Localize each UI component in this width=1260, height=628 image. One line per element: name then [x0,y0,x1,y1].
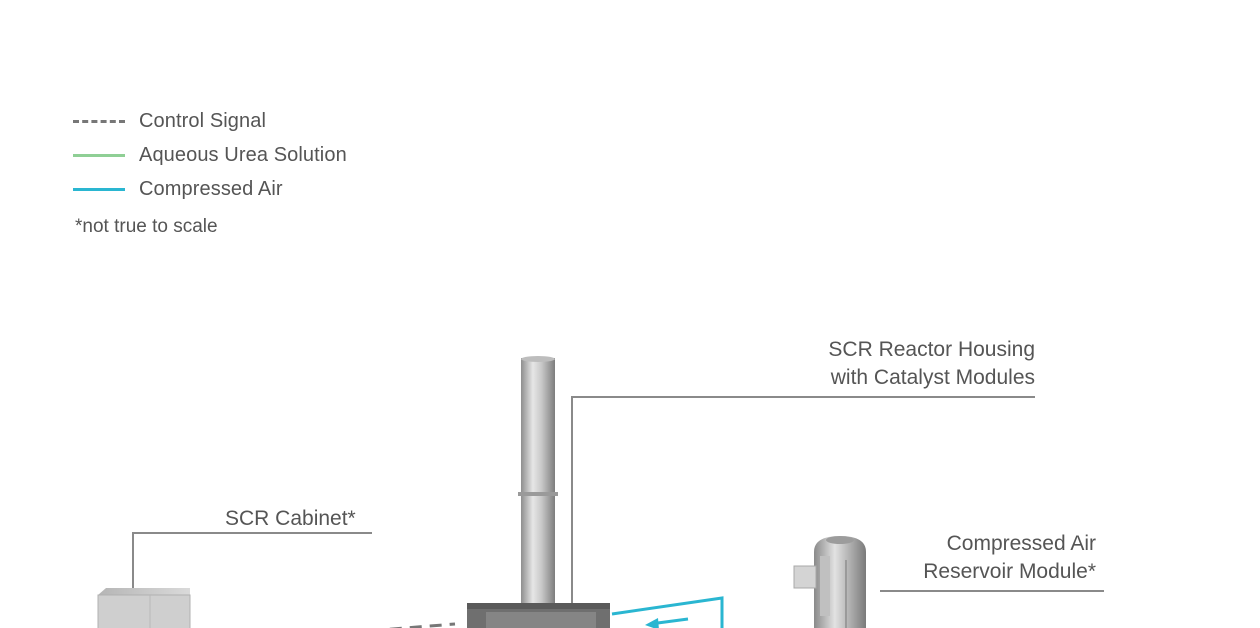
scr-cabinet [97,588,191,628]
air-reservoir-label-line2: Reservoir Module* [923,560,1096,583]
scr-reactor-housing [467,603,610,628]
air-reservoir-label: Compressed Air Reservoir Module* [923,530,1096,586]
legend: Control Signal Aqueous Urea Solution Com… [73,104,347,206]
legend-item-urea-solution: Aqueous Urea Solution [73,138,347,172]
legend-label: Aqueous Urea Solution [139,143,347,166]
urea-solution-swatch [73,153,125,157]
air-reservoir-label-line1: Compressed Air [946,532,1096,555]
cabinet-label: SCR Cabinet* [225,507,356,530]
compressed-air-swatch [73,187,125,191]
compressed-air-line [611,596,724,628]
reactor-leader-line [571,396,1035,605]
reactor-label-line1: SCR Reactor Housing [828,338,1035,361]
exhaust-stack [518,356,558,606]
legend-item-compressed-air: Compressed Air [73,172,347,206]
reactor-label-line2: with Catalyst Modules [830,366,1035,389]
cabinet-leader-line [132,532,372,590]
legend-item-control-signal: Control Signal [73,104,347,138]
scale-note: *not true to scale [75,216,218,237]
legend-label: Control Signal [139,109,267,132]
control-signal-line [386,622,456,628]
reactor-label: SCR Reactor Housing with Catalyst Module… [828,336,1035,392]
compressed-air-reservoir [793,536,866,628]
control-signal-swatch [73,119,125,123]
legend-label: Compressed Air [139,177,283,200]
